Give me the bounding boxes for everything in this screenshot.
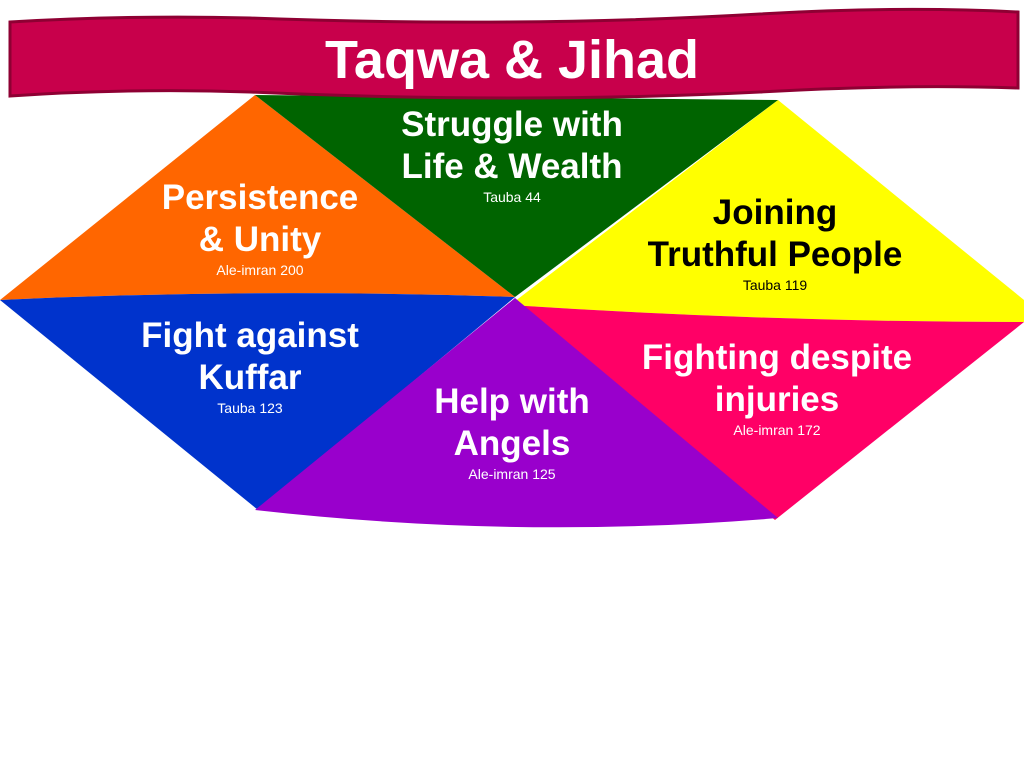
- section-title-line: Angels: [453, 424, 571, 463]
- orange-segment: [0, 95, 515, 300]
- green-segment: [255, 95, 778, 297]
- section-title-line: Fight against: [141, 316, 359, 355]
- page-title: Taqwa & Jihad: [324, 30, 700, 90]
- section-title-line: injuries: [714, 380, 840, 419]
- section-title-line: Life & Wealth: [401, 147, 623, 186]
- section-struggle: Struggle with Life & Wealth Tauba 44: [362, 104, 662, 206]
- section-reference: Ale-imran 200: [216, 262, 304, 278]
- section-reference: Tauba 44: [483, 189, 541, 205]
- section-title-line: Fighting despite: [641, 338, 913, 377]
- section-joining: Joining Truthful People Tauba 119: [600, 192, 950, 294]
- section-fighting: Fighting despite injuries Ale-imran 172: [592, 337, 962, 439]
- purple-segment: [255, 298, 778, 528]
- section-title-line: Help with: [434, 382, 590, 421]
- pink-segment: [510, 305, 1024, 520]
- section-reference: Ale-imran 172: [733, 422, 821, 438]
- section-title-line: & Unity: [198, 220, 322, 259]
- title-banner: [8, 7, 1020, 100]
- yellow-segment: [510, 100, 1024, 322]
- section-reference: Tauba 123: [217, 400, 283, 416]
- section-title-line: Joining: [712, 193, 838, 232]
- section-title-line: Persistence: [161, 178, 359, 217]
- section-reference: Tauba 119: [742, 277, 808, 293]
- section-persistence: Persistence & Unity Ale-imran 200: [110, 177, 410, 279]
- section-fight: Fight against Kuffar Tauba 123: [95, 315, 405, 417]
- blue-segment: [0, 293, 515, 510]
- section-reference: Ale-imran 125: [468, 466, 556, 482]
- section-title-line: Struggle with: [401, 105, 623, 144]
- section-title-line: Truthful People: [647, 235, 903, 274]
- section-title-line: Kuffar: [198, 358, 302, 397]
- section-help: Help with Angels Ale-imran 125: [377, 381, 647, 483]
